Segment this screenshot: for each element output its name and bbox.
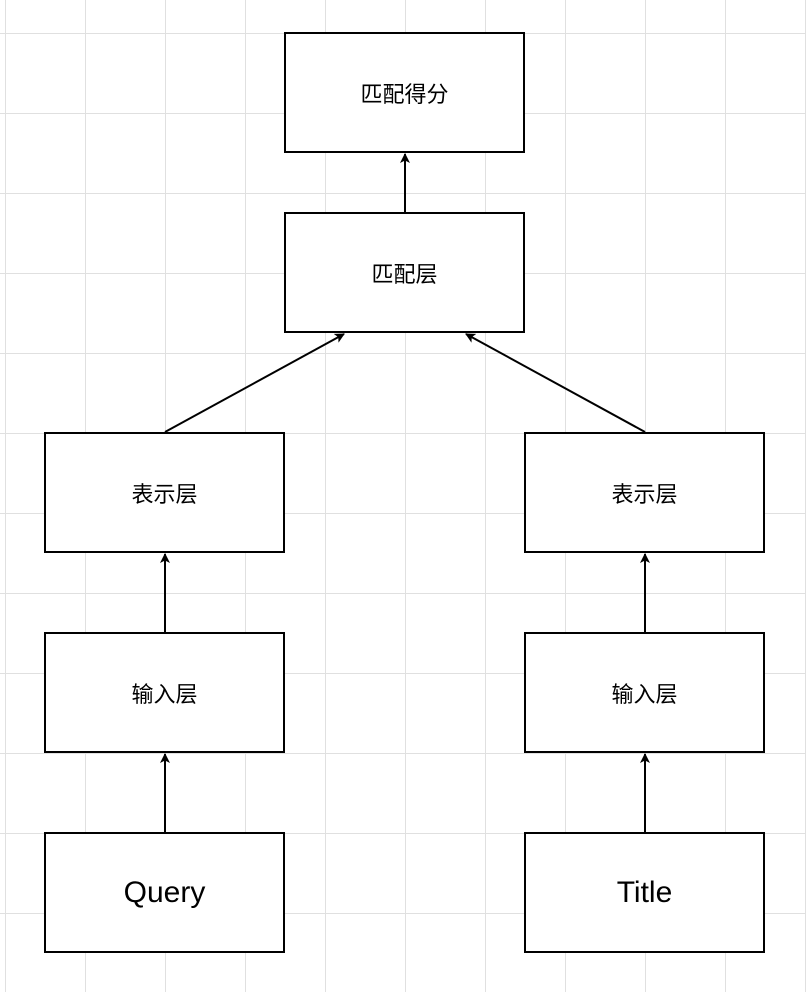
node-input-layer-left-label: 输入层 bbox=[131, 682, 198, 708]
node-query-label: Query bbox=[123, 875, 206, 909]
node-input-layer-right[interactable]: 输入层 bbox=[524, 632, 765, 753]
node-match-layer[interactable]: 匹配层 bbox=[284, 212, 525, 333]
node-title-label: Title bbox=[616, 875, 673, 909]
edge-rep-left-to-match bbox=[164, 333, 345, 433]
node-match-score[interactable]: 匹配得分 bbox=[284, 32, 525, 153]
node-title[interactable]: Title bbox=[524, 832, 765, 953]
node-match-layer-label: 匹配层 bbox=[371, 262, 438, 288]
node-input-layer-left[interactable]: 输入层 bbox=[44, 632, 285, 753]
edge-rep-right-to-match bbox=[465, 333, 646, 433]
node-representation-layer-right[interactable]: 表示层 bbox=[524, 432, 765, 553]
node-representation-layer-left[interactable]: 表示层 bbox=[44, 432, 285, 553]
node-query[interactable]: Query bbox=[44, 832, 285, 953]
node-representation-layer-left-label: 表示层 bbox=[131, 482, 198, 508]
node-match-score-label: 匹配得分 bbox=[360, 82, 449, 108]
node-input-layer-right-label: 输入层 bbox=[611, 682, 678, 708]
node-representation-layer-right-label: 表示层 bbox=[611, 482, 678, 508]
